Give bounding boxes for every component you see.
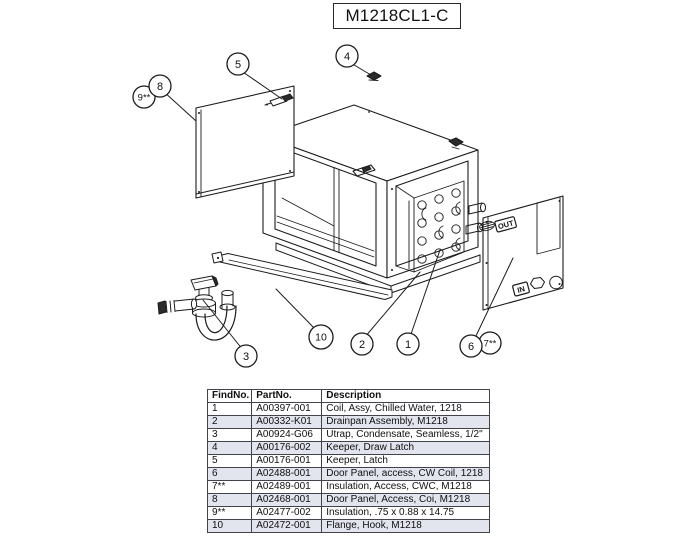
callout-3: 3 (234, 344, 258, 368)
description-cell: Flange, Hook, M1218 (321, 519, 491, 533)
right-door-panel: OUT IN (479, 195, 564, 311)
description-cell: Insulation, Access, CWC, M1218 (321, 480, 491, 494)
callout-6: 6 (459, 334, 483, 358)
partno-cell: A02489-001 (251, 480, 323, 494)
coil-pipe-stubs (465, 202, 486, 235)
table-row: 6 A02488-001 Door Panel, access, CW Coil… (206, 467, 491, 481)
partno-cell: A02468-001 (251, 493, 323, 507)
table-row: 4 A00176-002 Keeper, Draw Latch (206, 441, 491, 455)
findno-cell: 4 (206, 441, 253, 455)
callout-2: 2 (350, 332, 374, 356)
findno-cell: 8 (206, 493, 253, 507)
partno-cell: A00924-G06 (251, 428, 323, 442)
leader-lines (162, 61, 514, 351)
callout-10-label: 10 (315, 332, 327, 344)
findno-cell: 10 (206, 519, 253, 533)
table-row: 9** A02477-002 Insulation, .75 x 0.88 x … (206, 506, 491, 520)
table-row: 10 A02472-001 Flange, Hook, M1218 (206, 519, 491, 533)
callout-1-label: 1 (405, 339, 411, 351)
table-row: 3 A00924-G06 Utrap, Condensate, Seamless… (206, 428, 491, 442)
latch-keeper-top (448, 137, 464, 150)
drawing-title-box: M1218CL1-C (333, 3, 461, 29)
callouts: 9** 8 5 4 3 (132, 44, 502, 368)
partno-cell: A00332-K01 (251, 415, 323, 429)
callout-4-label: 4 (344, 51, 350, 63)
col-header-findno: FindNo. (206, 389, 253, 403)
coil-assembly (408, 180, 465, 273)
draw-latch-front (352, 164, 376, 177)
description-cell: Coil, Assy, Chilled Water, 1218 (321, 402, 491, 416)
callout-7: 7** (478, 331, 502, 355)
in-label: IN (516, 284, 526, 295)
col-header-description: Description (321, 389, 491, 403)
callout-3-label: 3 (243, 351, 249, 363)
description-cell: Keeper, Draw Latch (321, 441, 491, 455)
callout-9-label: 9** (138, 92, 151, 103)
table-row: 1 A00397-001 Coil, Assy, Chilled Water, … (206, 402, 491, 416)
out-label: OUT (497, 218, 515, 231)
findno-cell: 5 (206, 454, 253, 468)
callout-2-label: 2 (359, 339, 365, 351)
parts-table: FindNo. PartNo. Description 1 A00397-001… (206, 389, 491, 533)
col-header-partno: PartNo. (251, 389, 323, 403)
description-cell: Drainpan Assembly, M1218 (321, 415, 491, 429)
callout-4: 4 (335, 44, 359, 68)
callout-5: 5 (226, 52, 250, 76)
callout-6-label: 6 (468, 341, 474, 353)
findno-cell: 7** (206, 480, 253, 494)
table-row: 2 A00332-K01 Drainpan Assembly, M1218 (206, 415, 491, 429)
table-header-row: FindNo. PartNo. Description (206, 389, 491, 403)
partno-cell: A02488-001 (251, 467, 323, 481)
left-door-panel (195, 85, 295, 199)
description-cell: Door Panel, Access, Coi, M1218 (321, 493, 491, 507)
callout-10: 10 (308, 324, 334, 350)
draw-latch-keeper-floating (366, 71, 382, 81)
callout-8-label: 8 (157, 81, 163, 93)
partno-cell: A00176-002 (251, 441, 323, 455)
callout-5-label: 5 (235, 59, 241, 71)
callout-1: 1 (396, 332, 420, 356)
table-row: 7** A02489-001 Insulation, Access, CWC, … (206, 480, 491, 494)
cabinet-body (262, 104, 479, 279)
findno-cell: 1 (206, 402, 253, 416)
description-cell: Insulation, .75 x 0.88 x 14.75 (321, 506, 491, 520)
findno-cell: 2 (206, 415, 253, 429)
partno-cell: A00397-001 (251, 402, 323, 416)
condensate-u-trap (157, 275, 237, 341)
partno-cell: A00176-001 (251, 454, 323, 468)
findno-cell: 9** (206, 506, 253, 520)
findno-cell: 3 (206, 428, 253, 442)
partno-cell: A02472-001 (251, 519, 323, 533)
callout-9: 9** (132, 85, 156, 109)
partno-cell: A02477-002 (251, 506, 323, 520)
in-label-plate: IN (512, 281, 530, 297)
table-row: 8 A02468-001 Door Panel, Access, Coi, M1… (206, 493, 491, 507)
table-row: 5 A00176-001 Keeper, Latch (206, 454, 491, 468)
description-cell: Door Panel, access, CW Coil, 1218 (321, 467, 491, 481)
callout-7-label: 7** (484, 338, 497, 349)
description-cell: Keeper, Latch (321, 454, 491, 468)
callout-8: 8 (148, 74, 172, 98)
out-label-plate: OUT (494, 216, 517, 233)
drawing-title: M1218CL1-C (345, 6, 449, 25)
findno-cell: 6 (206, 467, 253, 481)
flange-hook-rail (211, 251, 393, 300)
description-cell: Utrap, Condensate, Seamless, 1/2" (321, 428, 491, 442)
